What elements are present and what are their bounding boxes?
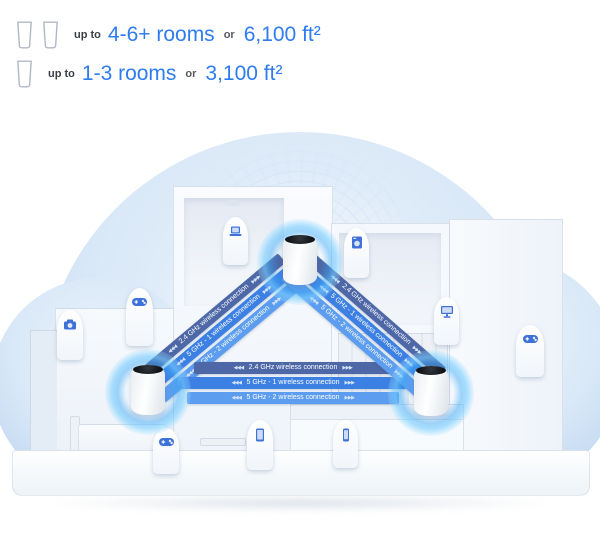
desktop-monitor-icon: [439, 304, 455, 319]
coverage-legend: up to 4-6+ rooms or 6,100 ft² up to 1-3 …: [14, 20, 321, 98]
game-controller-icon: [522, 332, 539, 346]
band-5ghz-1: ◀◀◀ 5 GHz - 1 wireless connection ▶▶▶: [180, 377, 406, 389]
router-unit-icon: [14, 59, 35, 89]
right-arrows-icon: ▶▶▶: [344, 380, 355, 386]
house-left-wall: [30, 330, 57, 462]
router-top-cap: [416, 366, 446, 375]
router-top-cap: [285, 235, 315, 244]
band-label: 2.4 GHz wireless connection: [248, 364, 338, 371]
washing-machine-icon: [350, 235, 364, 250]
smartphone-icon: [340, 427, 352, 443]
device-marker: [223, 217, 248, 265]
router-unit-icon: [40, 20, 61, 50]
device-marker: [344, 228, 369, 278]
band-2-4ghz: ◀◀◀ 2.4 GHz wireless connection ▶▶▶: [193, 362, 393, 374]
legend-prefix: up to: [74, 29, 101, 41]
game-controller-icon: [131, 295, 148, 309]
router-cylinder: [414, 366, 448, 416]
camera-icon: [62, 317, 78, 333]
legend-area-value: 3,100 ft²: [205, 62, 283, 85]
right-arrows-icon: ▶▶▶: [344, 395, 355, 401]
legend-row-two-units: up to 4-6+ rooms or 6,100 ft²: [14, 20, 321, 50]
band-5ghz-2: ◀◀◀ 5 GHz - 2 wireless connection ▶▶▶: [186, 392, 400, 404]
device-marker: [247, 420, 273, 470]
mesh-router-top: [257, 219, 343, 305]
dining-table: [200, 438, 246, 446]
wireless-bands-horizontal: ◀◀◀ 2.4 GHz wireless connection ▶▶▶ ◀◀◀ …: [180, 362, 406, 404]
legend-rooms-value: 4-6+ rooms: [107, 23, 215, 46]
two-router-units-icon: [14, 20, 61, 50]
device-marker: [333, 420, 358, 468]
house-far-right-room: [449, 219, 563, 462]
device-marker: [57, 310, 83, 360]
ceiling-lamp: [224, 200, 242, 206]
device-marker: [153, 428, 179, 474]
mesh-router-bottom-left: [105, 349, 191, 435]
legend-rooms-value: 1-3 rooms: [81, 62, 177, 85]
legend-prefix: up to: [48, 68, 75, 80]
legend-area-value: 6,100 ft²: [243, 23, 321, 46]
house-base-platform: [12, 450, 590, 496]
laptop-icon: [228, 224, 243, 238]
device-marker: [434, 297, 459, 345]
left-arrows-icon: ◀◀◀: [231, 395, 242, 401]
router-unit-icon: [14, 20, 35, 50]
right-arrows-icon: ▶▶▶: [342, 365, 353, 371]
legend-or: or: [223, 29, 235, 41]
tablet-icon: [253, 427, 267, 443]
one-router-unit-icon: [14, 59, 35, 89]
device-marker: [516, 325, 544, 377]
router-top-cap: [133, 365, 163, 374]
router-cylinder: [131, 365, 165, 415]
device-marker: [126, 288, 153, 346]
legend-or: or: [185, 68, 197, 80]
router-cylinder: [283, 235, 317, 285]
band-label: 5 GHz - 2 wireless connection: [246, 394, 340, 401]
mesh-router-bottom-right: [388, 350, 474, 436]
left-arrows-icon: ◀◀◀: [231, 380, 242, 386]
left-arrows-icon: ◀◀◀: [233, 365, 245, 371]
ground-shadow: [40, 494, 560, 512]
band-label: 5 GHz - 1 wireless connection: [246, 379, 340, 386]
game-controller-icon: [158, 435, 175, 449]
legend-row-one-unit: up to 1-3 rooms or 3,100 ft²: [14, 59, 321, 89]
